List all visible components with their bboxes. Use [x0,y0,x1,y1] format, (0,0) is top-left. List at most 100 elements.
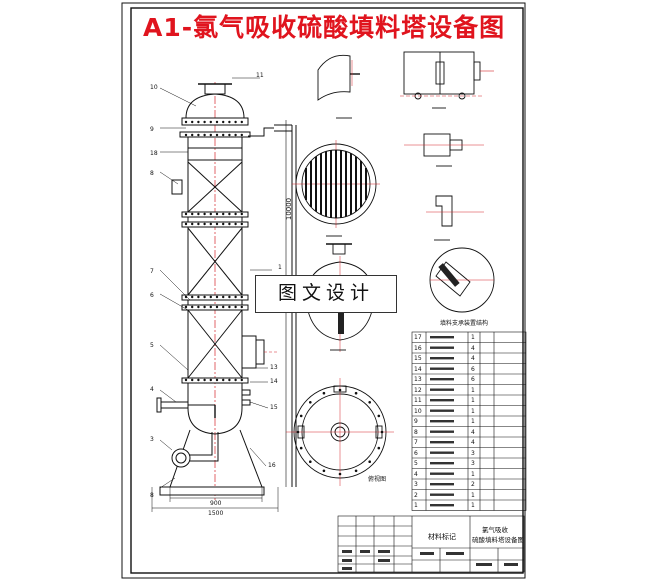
support-grid-bars [305,150,367,218]
flange-bolt [240,212,243,216]
flange-bolt [197,222,200,226]
parts-row-qty: 4 [471,344,475,352]
parts-table [411,331,527,511]
callout-number: 8 [150,492,154,499]
parts-row-qty: 1 [471,470,475,478]
flange-bolt [191,222,194,226]
flange-bolt [234,295,237,299]
ring-bolt [377,414,381,418]
parts-row-name [430,493,454,496]
flange-bolt [203,120,206,124]
flange-bolt [234,222,237,226]
watermark-stamp: 图文设计 [255,275,397,313]
flange-bolt [209,305,212,309]
flange-bolt [203,133,206,137]
ring-bolt [354,469,358,473]
parts-row-number: 4 [414,470,418,478]
flange-bolt [228,222,231,226]
parts-row-qty: 3 [471,460,475,467]
parts-row-qty: 4 [471,428,475,436]
flange-bolt [234,378,237,382]
ring-bolt [377,446,381,450]
flange-bolt [191,305,194,309]
ring-bolt [296,430,300,434]
flange-bolt [240,295,243,299]
flange-bolt [209,222,212,226]
parts-row-number: 5 [414,460,418,467]
title-block-right-1: 氯气吸收 [482,526,508,534]
parts-row-number: 17 [414,334,422,341]
parts-row-number: 8 [414,428,418,436]
parts-row-number: 2 [414,491,418,499]
callout-number: 10 [150,84,158,91]
parts-row-qty: 6 [471,365,475,373]
parts-row-name [430,399,454,402]
parts-row-name [430,483,454,486]
flange-bolt [184,133,188,137]
flange-bolt [191,378,194,382]
title-block-fills [342,550,518,570]
parts-row-name [430,472,454,475]
parts-row-qty: 1 [471,418,475,425]
flange-bolt [222,120,225,124]
flange-bolt [197,212,200,216]
parts-row-qty: 6 [471,376,475,383]
ring-bolt [299,446,303,450]
flange-bolt [191,212,194,216]
callout-number: 13 [270,364,278,371]
flange-bolt [234,120,237,124]
dim-height: 10000 [285,197,294,221]
flange-bolt [234,212,237,216]
parts-row-qty: 1 [471,502,475,509]
title-block-left: 材料标记 [428,533,456,541]
flange-bolt [234,133,237,137]
flange-bolt [222,295,225,299]
flange-bolt [215,212,219,216]
flange-bolt [222,212,225,216]
parts-row-name [430,462,454,465]
callout-number: 8 [150,170,154,177]
flange-bolt [203,222,206,226]
parts-row-number: 16 [414,344,422,352]
detail-views [286,51,495,486]
bottom-view-caption: 俯视图 [368,476,387,483]
flange-bolt [197,120,200,124]
flange-bolt [184,378,188,382]
parts-row-number: 11 [414,397,422,404]
callout-number: 11 [256,72,264,79]
parts-row-qty: 1 [471,491,475,499]
flange-bolt [240,120,243,124]
parts-row-name [430,367,454,370]
callout-number: 6 [150,292,154,299]
parts-row-qty: 4 [471,355,475,362]
flange-bolt [184,305,188,309]
parts-row-number: 3 [414,481,418,488]
parts-row-qty: 2 [471,481,475,488]
flange-bolt [184,295,188,299]
ring-bolt [354,391,358,395]
drawing-title: A1-氯气吸收硫酸填料塔设备图 [143,13,506,42]
detail-caption: 填料支承装置结构 [440,320,489,327]
flange-bolt [228,120,231,124]
ring-bolt [338,388,342,392]
flange-bolt [209,212,212,216]
flange-bolt [184,212,188,216]
flange-bolt [203,378,206,382]
flange-bolt [215,222,219,226]
parts-row-qty: 1 [471,397,475,404]
flange-bolt [240,305,243,309]
sheet-border [121,2,526,579]
parts-row-qty: 3 [471,449,475,457]
flange-bolt [197,295,200,299]
parts-row-name [430,388,454,391]
flange-bolt [222,133,225,137]
flange-bolt [215,305,219,309]
parts-row-number: 6 [414,449,418,457]
flange-bolt [209,133,212,137]
callout-number: 5 [150,342,154,349]
callout-number: 15 [270,404,278,411]
parts-row-name [430,430,454,433]
parts-row-number: 7 [414,439,418,446]
parts-row-qty: 1 [471,407,475,415]
flange-bolt [209,120,212,124]
